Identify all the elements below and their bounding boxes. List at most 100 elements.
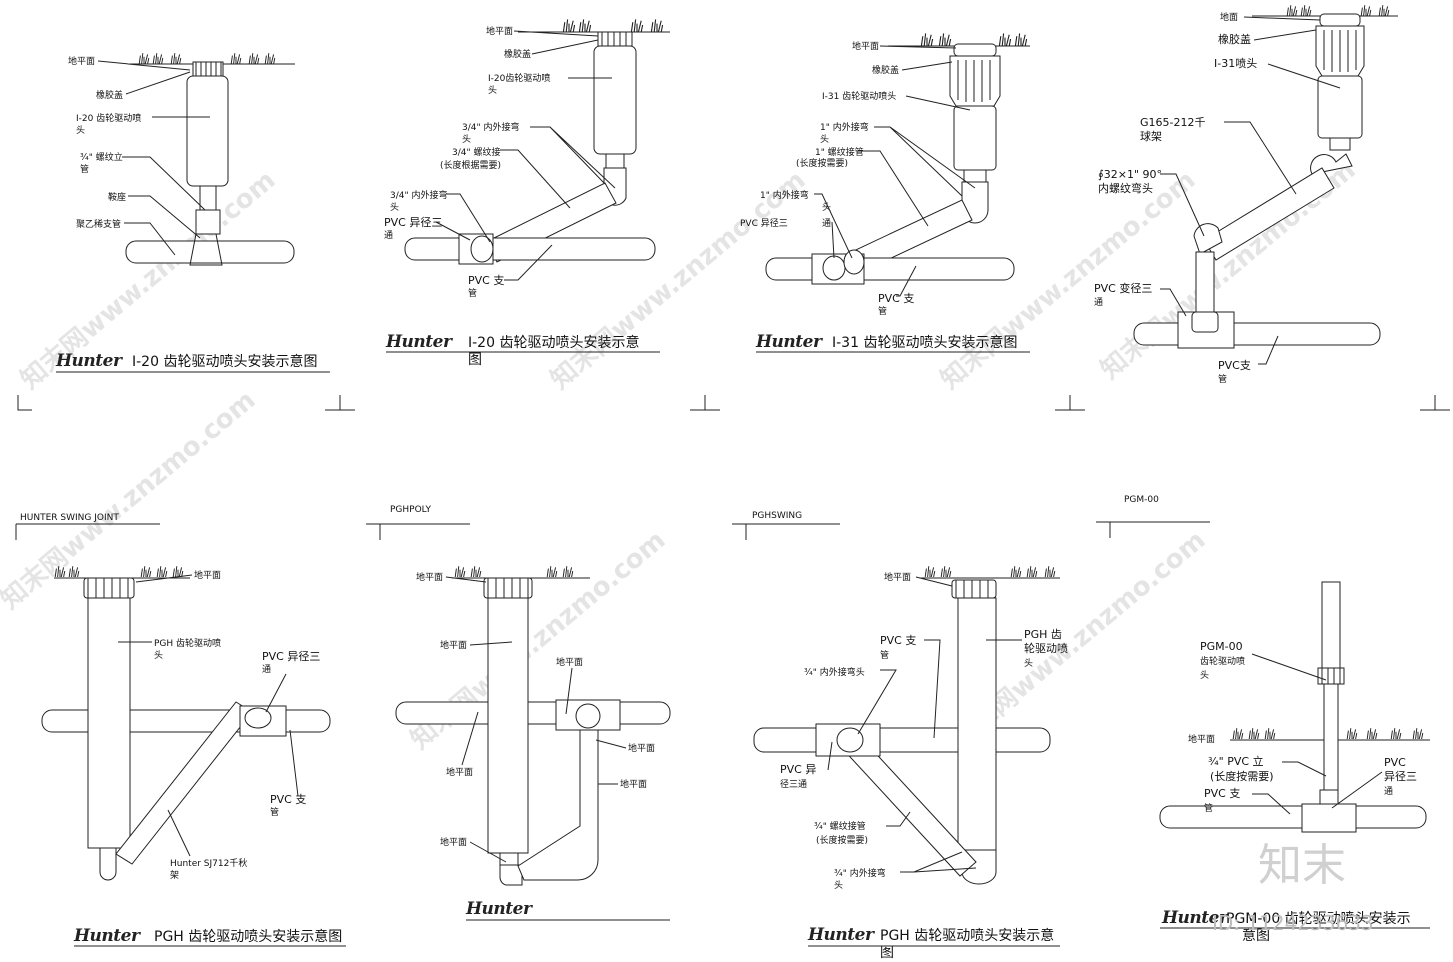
label: 管 (270, 806, 279, 818)
label: PGH 齿轮驱动喷 (154, 637, 221, 649)
label: 1" 内外接弯 (760, 189, 809, 201)
panel-i20-swing: 地平面 橡胶盖 I-20齿轮驱动喷 头 3/4" 内外接弯 头 3/4" 螺纹接… (384, 18, 720, 411)
panel-i20-saddle: 地平面 橡胶盖 I-20 齿轮驱动喷 头 ¾" 螺纹立 管 鞍座 聚乙稀支管 H… (17, 52, 355, 411)
hunter-logo: Hunter (55, 351, 123, 371)
label: 头 (76, 125, 85, 136)
label: I-20 齿轮驱动喷 (76, 112, 141, 124)
label: PVC 支 (468, 274, 504, 287)
label: ¾" 内外接弯头 (804, 666, 865, 678)
panel-title: I-31 齿轮驱动喷头安装示意图 (832, 334, 1017, 351)
label: PVC 异 (780, 763, 816, 776)
panel-i31: 地平面 橡胶盖 I-31 齿轮驱动喷头 1" 内外接弯 头 1" 螺纹接管 (长… (740, 32, 1085, 411)
hunter-logo: Hunter (807, 925, 875, 945)
label: PGM-00 (1200, 640, 1243, 653)
label: I-31喷头 (1214, 57, 1257, 70)
panel-title: I-20 齿轮驱动喷头安装示意图 (132, 353, 317, 370)
label: 管 (1204, 802, 1213, 814)
label: 头 (462, 134, 471, 145)
label: 地平面 (620, 778, 647, 790)
label: 头 (834, 880, 843, 891)
label: 橡胶盖 (1218, 32, 1251, 46)
panel-pgm00: PGM-00 PGM-00 齿轮驱动喷 头 地平面 ¾" PVC 立 (长度按需… (1096, 495, 1430, 944)
label: 3/4" 螺纹接 (452, 146, 501, 158)
label: 头 (1200, 670, 1209, 681)
panel-title-cont: 图 (468, 352, 482, 368)
panel-header: PGHPOLY (390, 505, 431, 515)
panel-title: PGH 齿轮驱动喷头安装示意 (880, 927, 1054, 944)
label: 头 (154, 650, 163, 661)
label: 地面 (1220, 11, 1238, 23)
label: 地平面 (852, 40, 879, 52)
hunter-logo: Hunter (755, 332, 823, 352)
label: PVC 异径三 (740, 217, 788, 229)
label: ¾" 螺纹接管 (814, 820, 866, 832)
label: ∮32×1" 90° (1098, 168, 1162, 181)
panel-title-cont: 意图 (1242, 927, 1270, 944)
label: PVC 支 (270, 793, 306, 806)
label: PGH 齿 (1024, 628, 1062, 641)
label: PVC 支 (878, 292, 914, 305)
brand-watermark: 知末 (1258, 840, 1346, 891)
label: 管 (878, 305, 887, 317)
label: 3/4" 内外接弯 (462, 121, 520, 133)
label: 聚乙稀支管 (76, 218, 121, 230)
label: 管 (80, 163, 89, 175)
label: 地平面 (1188, 733, 1215, 745)
label: Hunter SJ712千秋 (170, 857, 247, 869)
label: 橡胶盖 (872, 64, 899, 76)
label: 管 (468, 287, 477, 299)
panel-swing-joint: HUNTER SWING JOINT 地平面 PGH 齿轮驱动喷 头 PVC 异… (15, 513, 346, 947)
label: (长度按需要) (796, 157, 848, 169)
panel-title: I-20 齿轮驱动喷头安装示意 (468, 334, 639, 351)
label: (长度按需要) (1210, 769, 1274, 783)
label: 橡胶盖 (504, 48, 531, 60)
label: 球架 (1140, 129, 1162, 143)
label: I-31 齿轮驱动喷头 (822, 90, 896, 102)
label: 头 (822, 202, 831, 213)
label: G165-212千 (1140, 116, 1205, 129)
label: 地平面 (446, 766, 473, 778)
panel-title-cont: 图 (880, 945, 894, 961)
label: PVC 支 (1204, 787, 1240, 800)
label: 地平面 (628, 742, 655, 754)
label: 通 (384, 230, 393, 241)
label: I-20齿轮驱动喷 (488, 72, 550, 84)
label: 1" 螺纹接管 (815, 146, 864, 158)
label: ¾" 螺纹立 (80, 151, 123, 163)
hunter-logo: Hunter (465, 899, 533, 919)
label: 地平面 (556, 656, 583, 668)
panel-title: PGH 齿轮驱动喷头安装示意图 (154, 928, 342, 945)
image-id: ID: 1124233633 (1212, 911, 1374, 935)
label: 地平面 (68, 55, 95, 67)
label: 鞍座 (108, 191, 126, 203)
label: 内螺纹弯头 (1098, 181, 1153, 195)
hunter-logo: Hunter (1161, 908, 1229, 928)
label: 齿轮驱动喷 (1200, 655, 1245, 667)
label: 通 (262, 664, 271, 675)
label: 地平面 (416, 571, 443, 583)
label: (长度根据需要) (440, 159, 501, 171)
label: 1" 内外接弯 (820, 121, 869, 133)
label: 地平面 (486, 25, 513, 37)
label: 地平面 (440, 836, 467, 848)
panel-pghpoly: PGHPOLY 地平面 地平面 地平面 地平面 地平面 地平面 地平面 Hunt… (366, 505, 671, 921)
label: PVC 异径三 (384, 216, 442, 229)
label: 轮驱动喷 (1024, 641, 1068, 655)
label: PVC 支 (880, 634, 916, 647)
label: PVC 变径三 (1094, 281, 1152, 295)
panel-i31-g165: 地面 橡胶盖 I-31喷头 G165-212千 球架 ∮32×1" 90° 内螺… (1094, 4, 1450, 411)
label: 通 (1094, 297, 1103, 308)
label: 地平面 (440, 639, 467, 651)
label: 头 (390, 202, 399, 213)
label: 头 (820, 134, 829, 145)
label: PVC (1384, 756, 1406, 769)
label: 橡胶盖 (96, 89, 123, 101)
label: 架 (170, 870, 179, 881)
hunter-logo: Hunter (385, 332, 453, 352)
panel-header: HUNTER SWING JOINT (20, 513, 119, 523)
panel-header: PGM-00 (1124, 495, 1159, 505)
label: PVC 异径三 (262, 650, 320, 663)
label: ¾" 内外接弯 (834, 867, 886, 879)
label: 通 (822, 218, 831, 229)
